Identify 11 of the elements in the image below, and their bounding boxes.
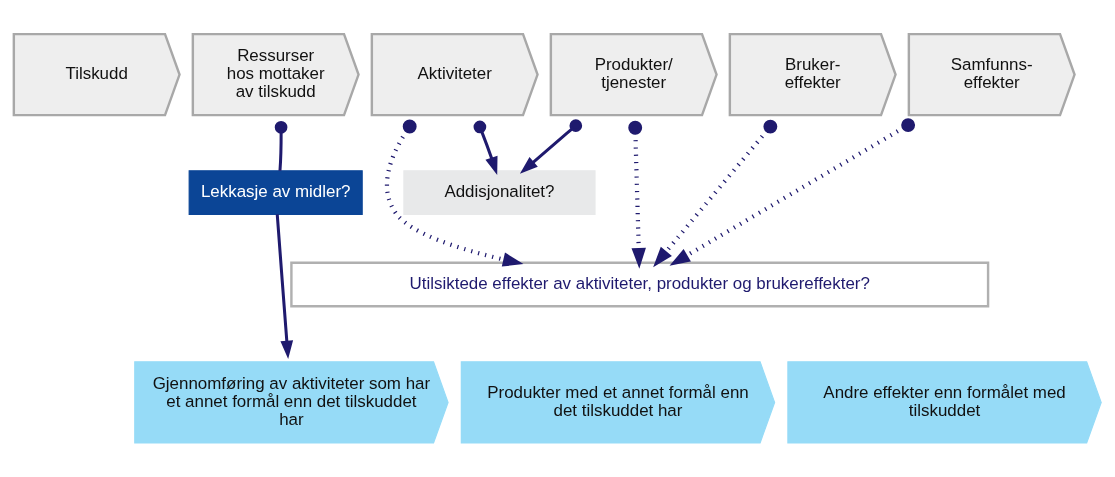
arrow bbox=[669, 118, 916, 266]
node-box: Utilsiktede effekter av aktiviteter, produkter og brukereffekter? bbox=[290, 261, 990, 308]
node-box: Lekkasje av midler? bbox=[188, 170, 363, 215]
connector bbox=[274, 120, 288, 171]
arrow bbox=[628, 120, 646, 269]
arrow bbox=[653, 119, 778, 268]
node-box: Addisjonalitet? bbox=[403, 170, 596, 215]
arrow bbox=[384, 119, 524, 267]
arrow bbox=[275, 214, 294, 359]
arrow bbox=[519, 119, 583, 174]
arrow bbox=[473, 120, 498, 176]
